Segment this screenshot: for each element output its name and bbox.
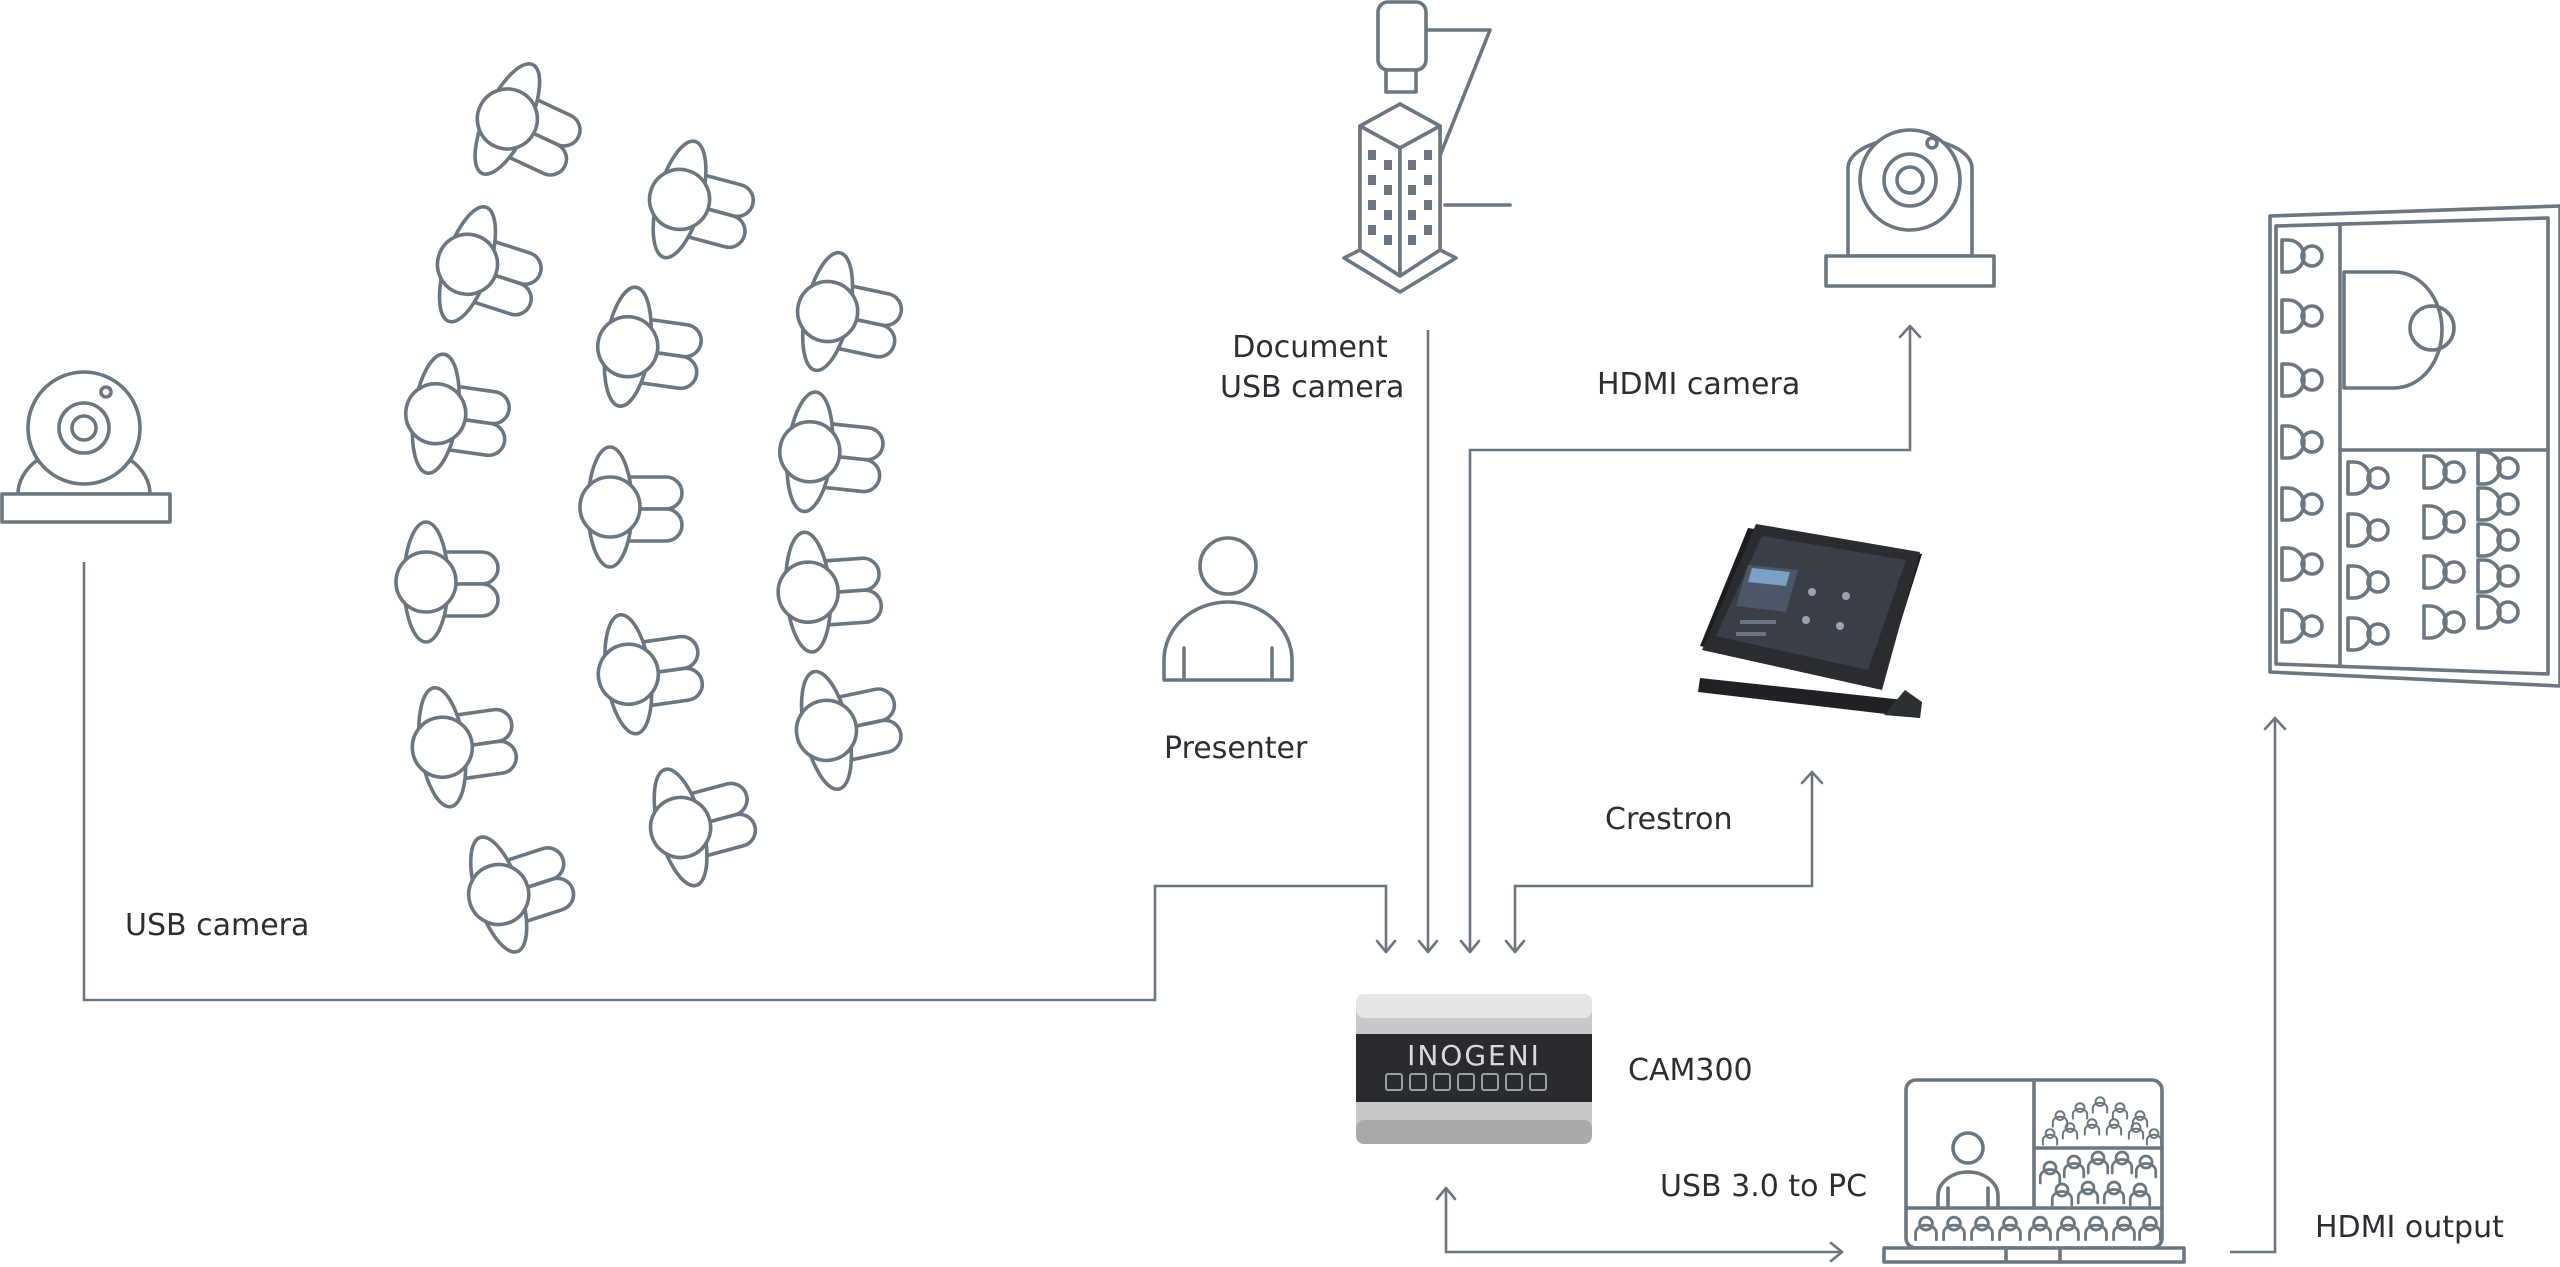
webcam-icon (0, 370, 172, 524)
device-brand-logo: INOGENI (1407, 1039, 1541, 1072)
laptop-icon (1882, 1078, 2186, 1264)
document-camera-label-line2: USB camera (1220, 370, 1405, 405)
presenter-label: Presenter (1164, 731, 1308, 766)
document-camera-label: Document USB camera (1220, 328, 1405, 408)
audience-seat-icon (395, 348, 518, 485)
connection-lines (82, 324, 2287, 1263)
usb-to-pc-label: USB 3.0 to PC (1660, 1169, 1868, 1204)
audience-seat-icon (588, 603, 710, 740)
audience-seats (394, 50, 913, 963)
audience-seat-icon (578, 445, 684, 569)
hdmi-camera-label: HDMI camera (1597, 367, 1801, 402)
audience-seat-icon (633, 131, 767, 278)
audience-seat-icon (587, 281, 710, 418)
audience-seat-icon (452, 50, 600, 206)
usb-camera-label: USB camera (125, 908, 310, 943)
hdmi-output-label: HDMI output (2315, 1210, 2504, 1245)
audience-seat-icon (634, 749, 768, 895)
touch-panel-icon (1698, 524, 1922, 718)
audience-seat-icon (771, 387, 890, 521)
crestron-label: Crestron (1605, 802, 1733, 837)
audience-seat-icon (772, 525, 886, 656)
display-icon (2268, 204, 2560, 688)
document-camera-icon (1342, 0, 1512, 294)
audience-seat-icon (418, 196, 557, 346)
person-icon (1162, 536, 1294, 682)
audience-seat-icon (782, 654, 912, 798)
cam300-label: CAM300 (1628, 1053, 1753, 1088)
audience-seat-icon (402, 676, 524, 813)
ptz-camera-icon (1824, 128, 1996, 288)
audience-seat-icon (784, 244, 913, 387)
audience-seat-icon (394, 520, 500, 644)
audience-seat-icon (449, 813, 588, 963)
capture-device-icon (1356, 994, 1592, 1144)
document-camera-label-line1: Document (1232, 330, 1388, 365)
